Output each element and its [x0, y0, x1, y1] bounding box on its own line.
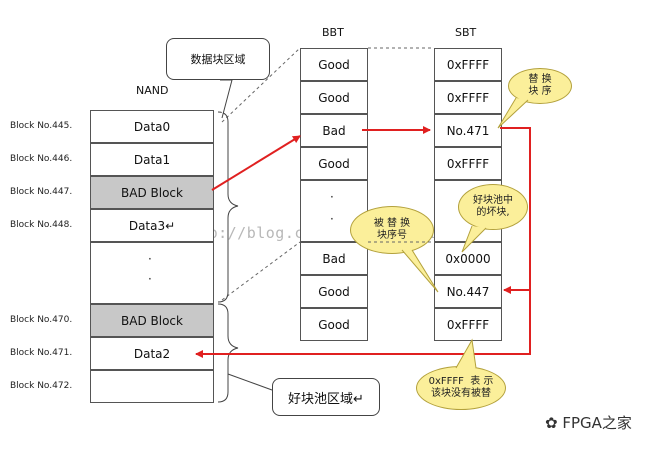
- sbt-cell: 0xFFFF: [434, 48, 502, 81]
- bad-block-to-bbt-arrow: [211, 135, 301, 191]
- ellipsis-dot: ·: [330, 190, 334, 204]
- nand-title: NAND: [136, 84, 169, 97]
- replace-order-bubble: 替 换 块 序: [508, 68, 572, 104]
- bbt-cell: Good: [300, 81, 368, 114]
- sbt-cell: 0x0000: [434, 242, 502, 275]
- nand-bad-block-cell: BAD Block: [90, 176, 214, 209]
- replaced-block-number-bubble: 被 替 换 块序号: [350, 206, 434, 254]
- sbt-cell: No.471: [434, 114, 502, 147]
- nand-bad-block-cell: BAD Block: [90, 304, 214, 337]
- replaced-bubble-tail: [401, 249, 439, 293]
- nand-block-label: Block No.446.: [10, 154, 73, 164]
- replacement-path-arrow: [195, 127, 531, 358]
- bbt-cell: Good: [300, 308, 368, 341]
- dashed-guide-1: [221, 47, 301, 123]
- nand-block-label: Block No.445.: [10, 121, 73, 131]
- sbt-cell: 0xFFFF: [434, 308, 502, 341]
- sbt-title: SBT: [455, 26, 477, 39]
- ellipsis-dot: ·: [330, 212, 334, 226]
- ffff-meaning-bubble: 0xFFFF 表 示 该块没有被替: [416, 366, 506, 410]
- nand-block-label: Block No.447.: [10, 187, 73, 197]
- sbt-cell: 0xFFFF: [434, 147, 502, 180]
- good-pool-brace: [217, 303, 239, 403]
- data-area-pointer: [220, 79, 233, 119]
- nand-block-cell: Data3↵: [90, 209, 214, 242]
- good-pool-pointer: [227, 373, 273, 391]
- bbt-cell: Good: [300, 48, 368, 81]
- nand-block-cell: Data0: [90, 110, 214, 143]
- pool-bad-block-bubble: 好块池中 的坏块,: [458, 184, 528, 230]
- pool-bubble-tail: [461, 225, 487, 253]
- fpga-logo: ✿ FPGA之家: [545, 412, 632, 433]
- ellipsis-dot: ·: [148, 252, 152, 266]
- bbt-cell: Good: [300, 147, 368, 180]
- nand-block-cell: Data2: [90, 337, 214, 370]
- data-area-brace: [217, 111, 239, 303]
- logo-text: FPGA之家: [562, 414, 632, 432]
- wechat-icon: ✿: [545, 414, 563, 432]
- sbt-cell: No.447: [434, 275, 502, 308]
- nand-block-label: Block No.448.: [10, 220, 73, 230]
- dashed-guide-2: [221, 241, 301, 301]
- nand-block-label: Block No.470.: [10, 315, 73, 325]
- nand-block-cell: Data1: [90, 143, 214, 176]
- nand-block-label: Block No.472.: [10, 381, 73, 391]
- bbt-cell: Good: [300, 275, 368, 308]
- sbt-cell: 0xFFFF: [434, 81, 502, 114]
- bbt-title: BBT: [322, 26, 344, 39]
- ellipsis-dot: ·: [148, 272, 152, 286]
- nand-block-label: Block No.471.: [10, 348, 73, 358]
- replace-bubble-tail: [497, 97, 529, 129]
- data-area-callout: 数据块区域: [166, 38, 270, 80]
- ffff-bubble-tail: [455, 338, 477, 369]
- bbt-cell: Bad: [300, 242, 368, 275]
- nand-block-cell: [90, 242, 214, 304]
- nand-block-cell: [90, 370, 214, 403]
- good-pool-callout: 好块池区域↵: [272, 378, 380, 416]
